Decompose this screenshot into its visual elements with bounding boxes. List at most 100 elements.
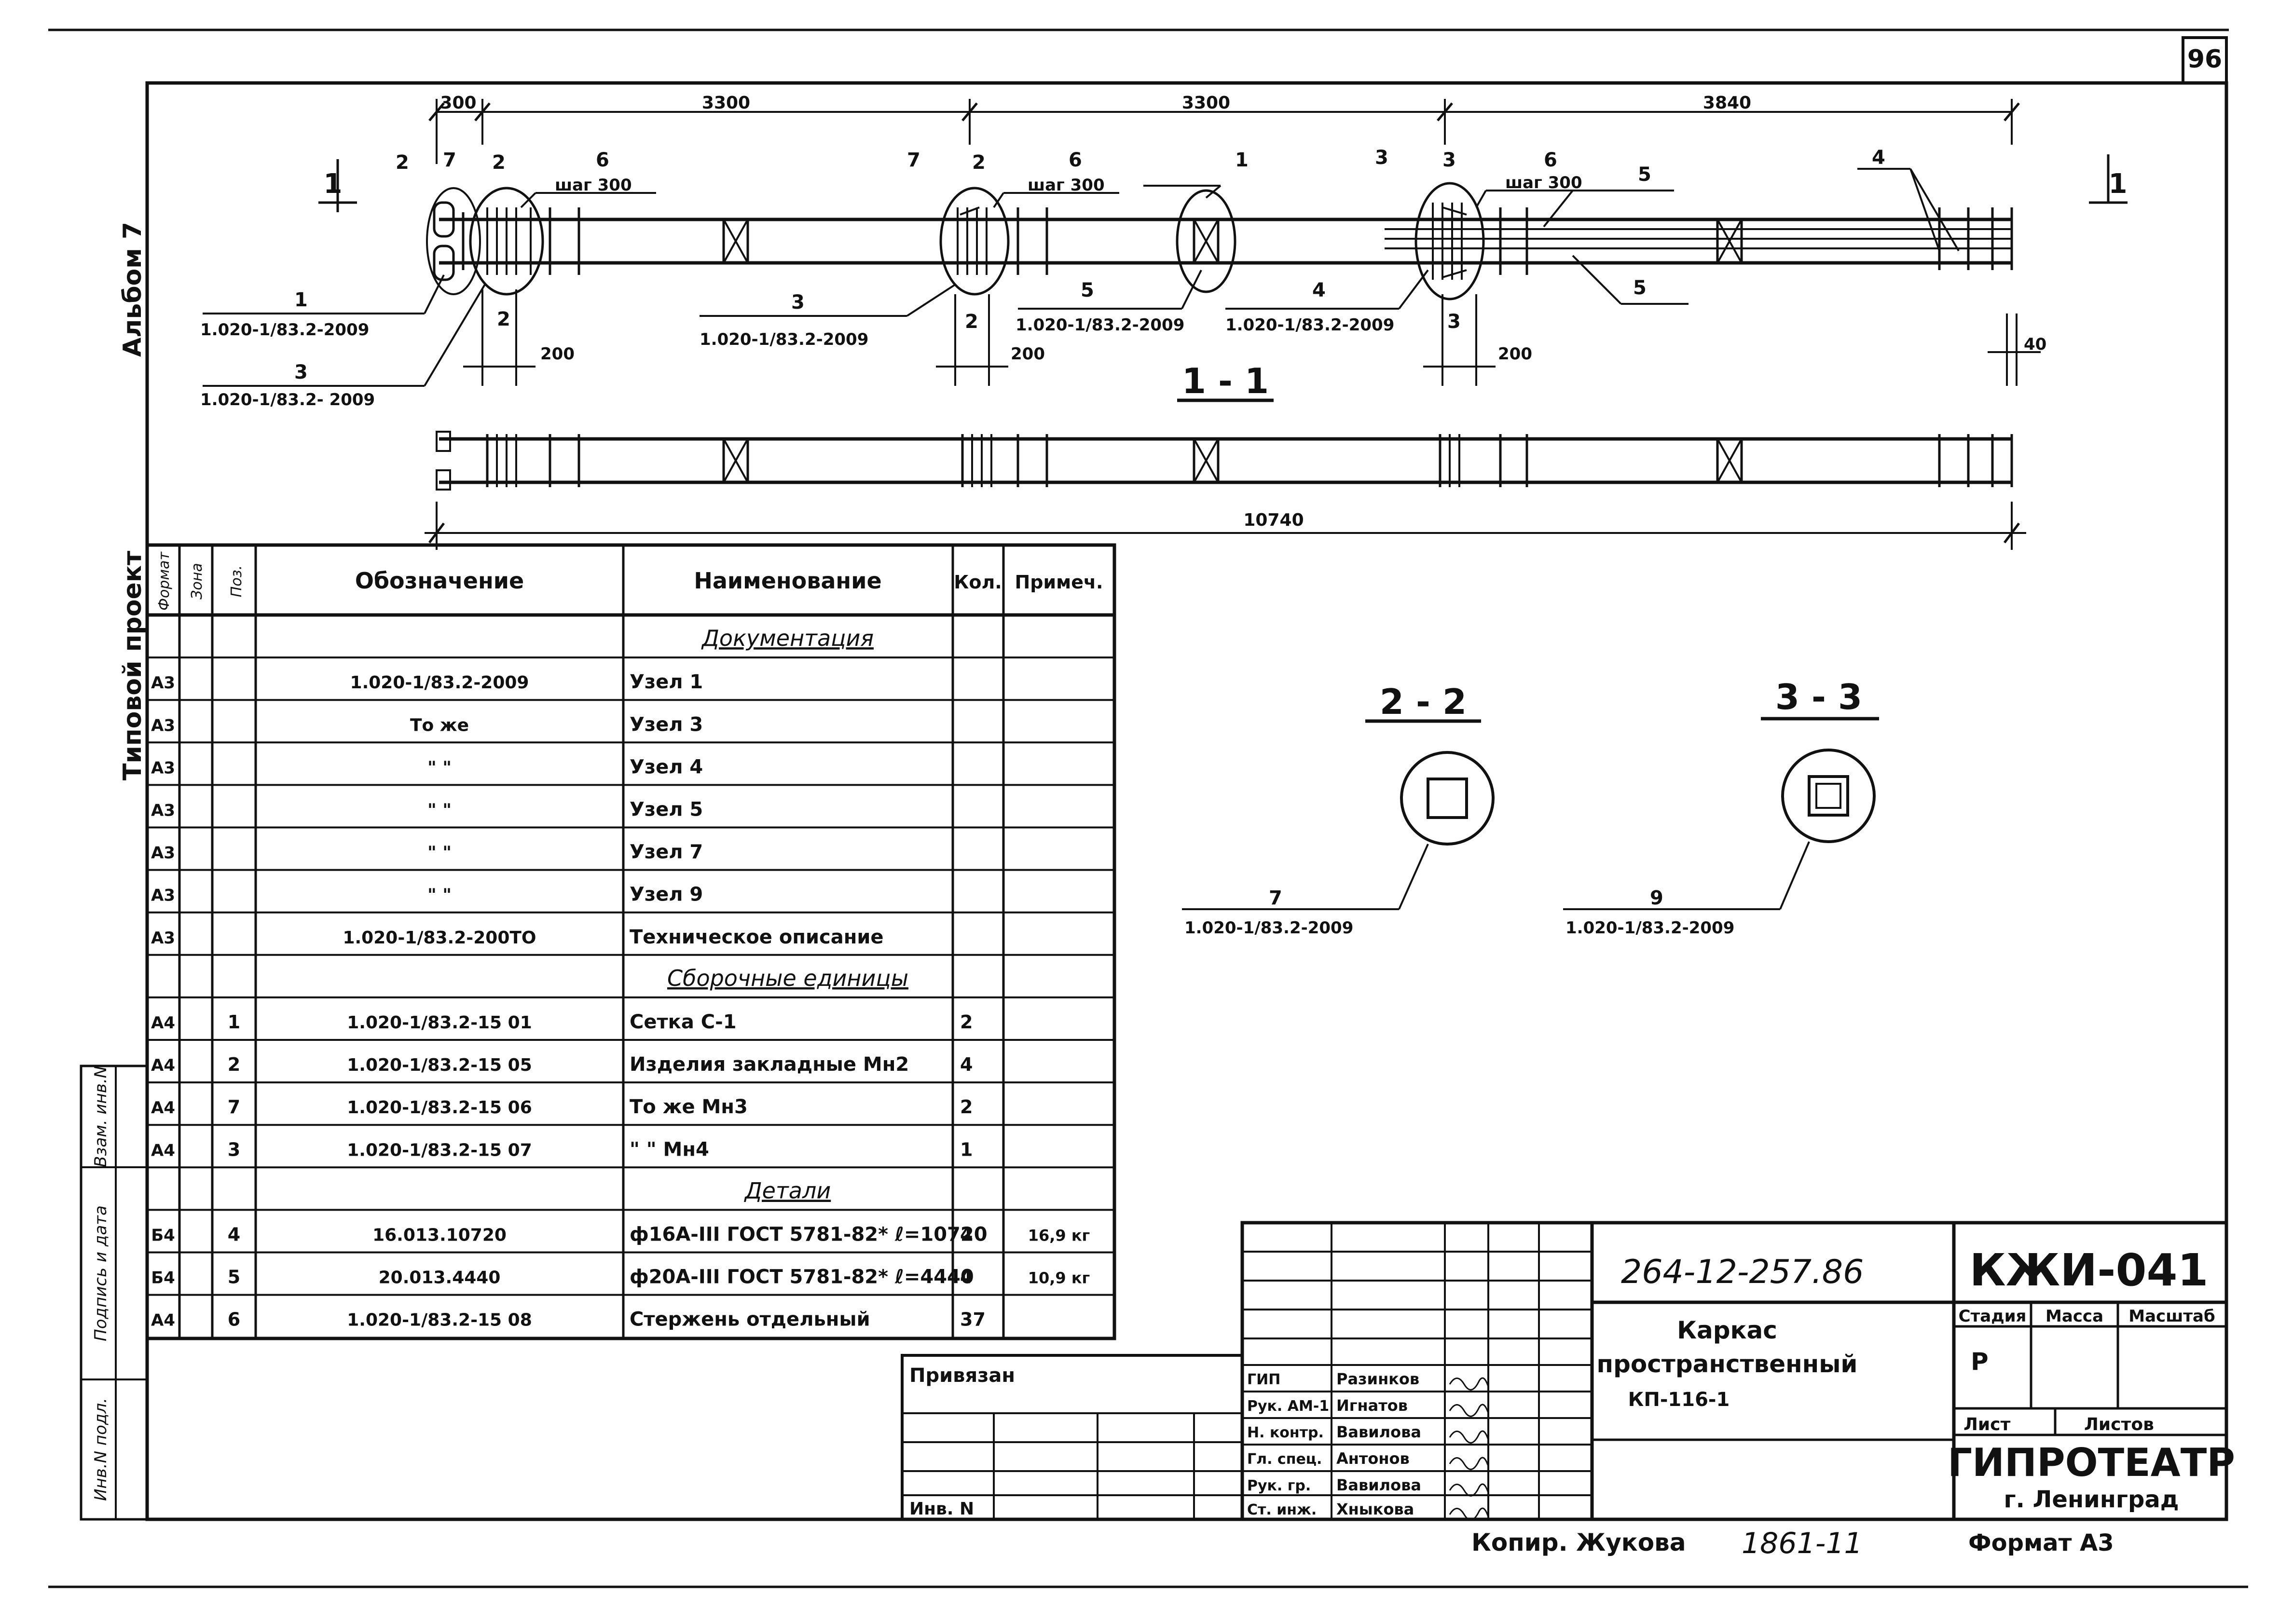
spec-cell-qty: 4: [960, 1224, 973, 1245]
pos-5-lower: 5: [1633, 277, 1647, 299]
signature-scribble: [1449, 1507, 1489, 1521]
signature-scribble: [1449, 1377, 1489, 1391]
sheets-label: Листов: [2084, 1415, 2154, 1434]
spec-cell-pos: 7: [228, 1096, 240, 1118]
footer-number: 1861-11: [1742, 1527, 1863, 1560]
spec-cell-designation: " ": [427, 886, 452, 905]
format-label: Формат A3: [1968, 1529, 2114, 1556]
pos-3-mid: 3: [791, 291, 805, 314]
spec-cell-name: Узел 9: [630, 884, 703, 906]
spec-cell-qty: 4: [960, 1267, 973, 1288]
pos-2-mid: 2: [972, 151, 986, 174]
spec-cell-format: A3: [151, 928, 175, 948]
signature-scribble: [1449, 1404, 1489, 1417]
spec-cell-designation: 1.020-1/83.2-15 05: [347, 1055, 532, 1075]
dim-10740: 10740: [1243, 510, 1304, 530]
spec-cell-designation: " ": [427, 843, 452, 863]
spec-cell-designation: 1.020-1/83.2-15 08: [347, 1310, 532, 1330]
org-name: ГИПРОТЕАТР: [1948, 1440, 2235, 1485]
dim-40: 40: [2024, 335, 2046, 354]
pos-3-right: 3: [1375, 147, 1388, 169]
spec-cell-pos: 5: [228, 1267, 240, 1288]
staff-role: ГИП: [1247, 1371, 1280, 1388]
spec-cell-note: 16,9 кг: [1028, 1227, 1090, 1245]
section-3-3-ref: 1.020-1/83.2-2009: [1565, 918, 1734, 938]
section-3-3: 3 - 3 9 1.020-1/83.2-2009: [1563, 677, 1879, 938]
ref-pos-5: 1.020-1/83.2-2009: [1016, 315, 1184, 335]
spec-cell-format: A3: [151, 673, 175, 693]
doc-code: КЖИ-041: [1969, 1244, 2208, 1296]
spec-cell-pos: 3: [228, 1139, 240, 1160]
spec-header-name: Наименование: [694, 568, 881, 594]
spec-cell-pos: 2: [228, 1054, 240, 1075]
spec-cell-format: A4: [151, 1141, 175, 1160]
spec-cell-name: Техническое описание: [630, 926, 884, 948]
spec-cell-designation: 1.020-1/83.2-200ТО: [343, 928, 536, 948]
staff-role: Гл. спец.: [1247, 1451, 1322, 1468]
spec-cell-format: A4: [151, 1056, 175, 1075]
spec-cell-name: Изделия закладные Мн2: [630, 1053, 909, 1076]
dim-300: 300: [440, 93, 476, 113]
project-code: 264-12-257.86: [1621, 1253, 1864, 1291]
drawing-labels: 300 3300 3300 3840 10740 200 200 200 40 …: [200, 93, 2127, 530]
pos-5-upper: 5: [1638, 164, 1651, 186]
ref-pos-3-mid: 1.020-1/83.2-2009: [700, 330, 868, 349]
spec-cell-format: A3: [151, 844, 175, 863]
signature-scribble: [1449, 1483, 1489, 1497]
pos-6-mid: 6: [1069, 149, 1082, 171]
spec-cell-note: 10,9 кг: [1028, 1269, 1090, 1287]
sheet-label: Лист: [1963, 1415, 2010, 1434]
staff-name: Вавилова: [1336, 1476, 1421, 1494]
spec-cell-name: Узел 5: [630, 799, 703, 821]
pos-4-right: 4: [1872, 147, 1885, 169]
pos-6-left: 6: [596, 149, 609, 171]
pos-3-left: 3: [294, 361, 308, 383]
pos-1-left: 1: [294, 289, 308, 311]
dim-3840: 3840: [1703, 93, 1751, 113]
spec-header-designation: Обозначение: [355, 568, 524, 594]
cage-section-view: [425, 431, 2026, 550]
spec-cell-name: Узел 1: [630, 671, 703, 693]
section-3-3-title: 3 - 3: [1775, 677, 1862, 717]
staff-name: Хныкова: [1336, 1500, 1414, 1518]
left-stamp-strip: Взам. инв.N Подпись и дата Инв.N подл.: [80, 1064, 149, 1521]
section-marker-right: 1: [2109, 168, 2128, 200]
spec-cell-format: A3: [151, 886, 175, 905]
section-marker-left: 1: [324, 168, 343, 200]
section-3-3-inner: [1815, 783, 1841, 809]
spec-cell-pos: 4: [228, 1224, 240, 1245]
staff-name: Вавилова: [1336, 1423, 1421, 1441]
ref-pos-1: 1.020-1/83.2-2009: [200, 320, 369, 340]
spec-cell-format: Б4: [151, 1269, 175, 1288]
spec-cell-designation: 1.020-1/83.2-15 06: [347, 1098, 532, 1118]
staff-name: Разинков: [1336, 1370, 1419, 1388]
staff-role: Рук. гр.: [1247, 1477, 1311, 1494]
section-2-2-title: 2 - 2: [1380, 682, 1467, 722]
spec-cell-designation: 1.020-1/83.2-2009: [350, 673, 529, 693]
pitch-label-3: шаг 300: [1505, 173, 1582, 192]
title-line-3: КП-116-1: [1628, 1389, 1730, 1411]
spec-cell-name: Стержень отдельный: [630, 1309, 870, 1331]
pos-7-mid: 7: [907, 149, 920, 171]
spec-section-heading: Документация: [701, 625, 874, 651]
pos-2-below: 2: [497, 308, 510, 330]
section-3-3-square: [1808, 775, 1849, 817]
spec-cell-name: ф16A-III ГОСТ 5781-82* ℓ=10720: [630, 1224, 988, 1246]
spec-header-format: Формат: [156, 551, 173, 611]
spec-cell-name: Узел 4: [630, 756, 703, 778]
pos-3-below: 3: [1447, 311, 1461, 333]
spec-cell-designation: 1.020-1/83.2-15 01: [347, 1013, 532, 1033]
album-label: Альбом 7: [118, 222, 147, 357]
spec-cell-format: A4: [151, 1098, 175, 1118]
bound-label: Привязан: [909, 1365, 1015, 1387]
section-2-2-ref: 1.020-1/83.2-2009: [1184, 918, 1353, 938]
spec-cell-designation: То же: [410, 715, 469, 735]
pos-2-top: 2: [492, 151, 506, 174]
dim-3300-a: 3300: [702, 93, 750, 113]
mass-label: Масса: [2046, 1307, 2103, 1326]
pos-1-mid: 1: [1235, 149, 1249, 171]
sheet-number-box: 96: [2182, 36, 2228, 84]
spec-cell-format: A3: [151, 758, 175, 778]
signature-scribble: [1449, 1457, 1489, 1470]
